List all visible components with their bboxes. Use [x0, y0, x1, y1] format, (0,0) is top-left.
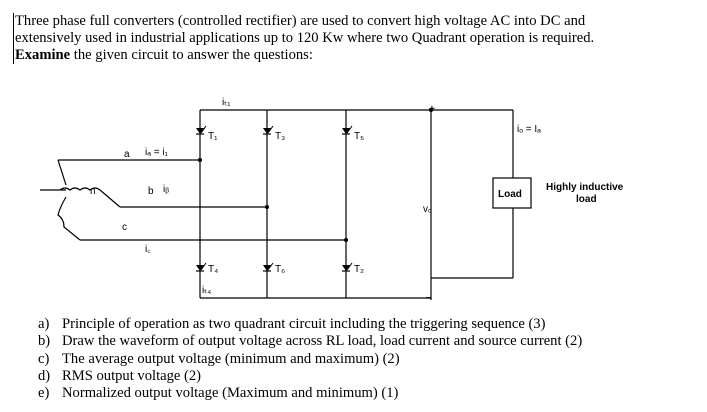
question-text: Principle of operation as two quadrant c… — [62, 316, 546, 332]
phase-a-label: a — [124, 149, 130, 160]
current-a-label: iₐ = i₁ — [145, 147, 169, 158]
question-letter: d) — [38, 367, 51, 384]
question-item: d) RMS output voltage (2) — [38, 368, 582, 385]
question-text: Draw the waveform of output voltage acro… — [62, 333, 583, 350]
converter-circuit-diagram: a iₐ = i₁ b iᵦ c i꜀ n T₁ T₃ T₅ T₄ T₆ T₂ … — [40, 97, 624, 303]
intro-line-2: extensively used in industrial applicati… — [15, 30, 595, 46]
question-letter: b) — [38, 333, 51, 350]
intro-line-3-rest: the given circuit to answer the question… — [70, 47, 313, 63]
thyristor-t5-label: T₅ — [354, 131, 364, 142]
question-letter: a) — [38, 316, 50, 332]
question-text: RMS output voltage (2) — [62, 367, 202, 384]
intro-line-1: Three phase full converters (controlled … — [15, 13, 586, 29]
question-text: Normalized output voltage (Maximum and m… — [62, 385, 399, 402]
current-t4-label: iₜ₄ — [202, 285, 211, 296]
thyristor-t2-label: T₂ — [354, 264, 364, 275]
question-item: e) Normalized output voltage (Maximum and… — [38, 385, 582, 402]
intro-line-3: Examine the given circuit to answer the … — [15, 47, 700, 64]
intro-paragraph: Three phase full converters (controlled … — [13, 13, 700, 64]
plus-sign: + — [429, 104, 435, 115]
load-desc-line-2: load — [576, 194, 597, 205]
thyristor-t6-symbol — [262, 262, 274, 272]
question-text: The average output voltage (minimum and … — [62, 350, 400, 367]
vo-label: vₒ — [423, 204, 432, 215]
thyristor-t6-label: T₆ — [275, 264, 285, 275]
thyristor-t4-label: T₄ — [208, 264, 218, 275]
question-item: c) The average output voltage (minimum an… — [38, 351, 582, 368]
thyristor-t2-symbol — [341, 262, 353, 272]
thyristor-t3-label: T₃ — [275, 131, 285, 142]
thyristor-t4-symbol — [195, 262, 207, 272]
current-c-label: i꜀ — [145, 244, 151, 255]
question-list: a) Principle of operation as two quadrant… — [38, 316, 582, 402]
load-label: Load — [498, 189, 522, 200]
question-letter: e) — [38, 385, 50, 402]
intro-bold-word: Examine — [15, 47, 71, 63]
current-t1-label: iₜ₁ — [222, 97, 231, 108]
minus-sign: – — [426, 292, 432, 303]
phase-c-label: c — [122, 222, 127, 233]
current-b-label: iᵦ — [163, 184, 169, 195]
thyristor-t3-symbol — [262, 125, 274, 135]
question-item: a) Principle of operation as two quadrant… — [38, 316, 582, 333]
phase-b-label: b — [148, 186, 154, 197]
question-letter: c) — [38, 350, 50, 367]
neutral-label: n — [90, 186, 96, 197]
load-desc-line-1: Highly inductive — [546, 182, 624, 193]
question-item: b) Draw the waveform of output voltage ac… — [38, 333, 582, 350]
thyristor-t1-label: T₁ — [208, 131, 218, 142]
thyristor-t1-symbol — [195, 125, 207, 135]
thyristor-t5-symbol — [341, 125, 353, 135]
io-label: iₒ = Iₐ — [517, 124, 541, 135]
